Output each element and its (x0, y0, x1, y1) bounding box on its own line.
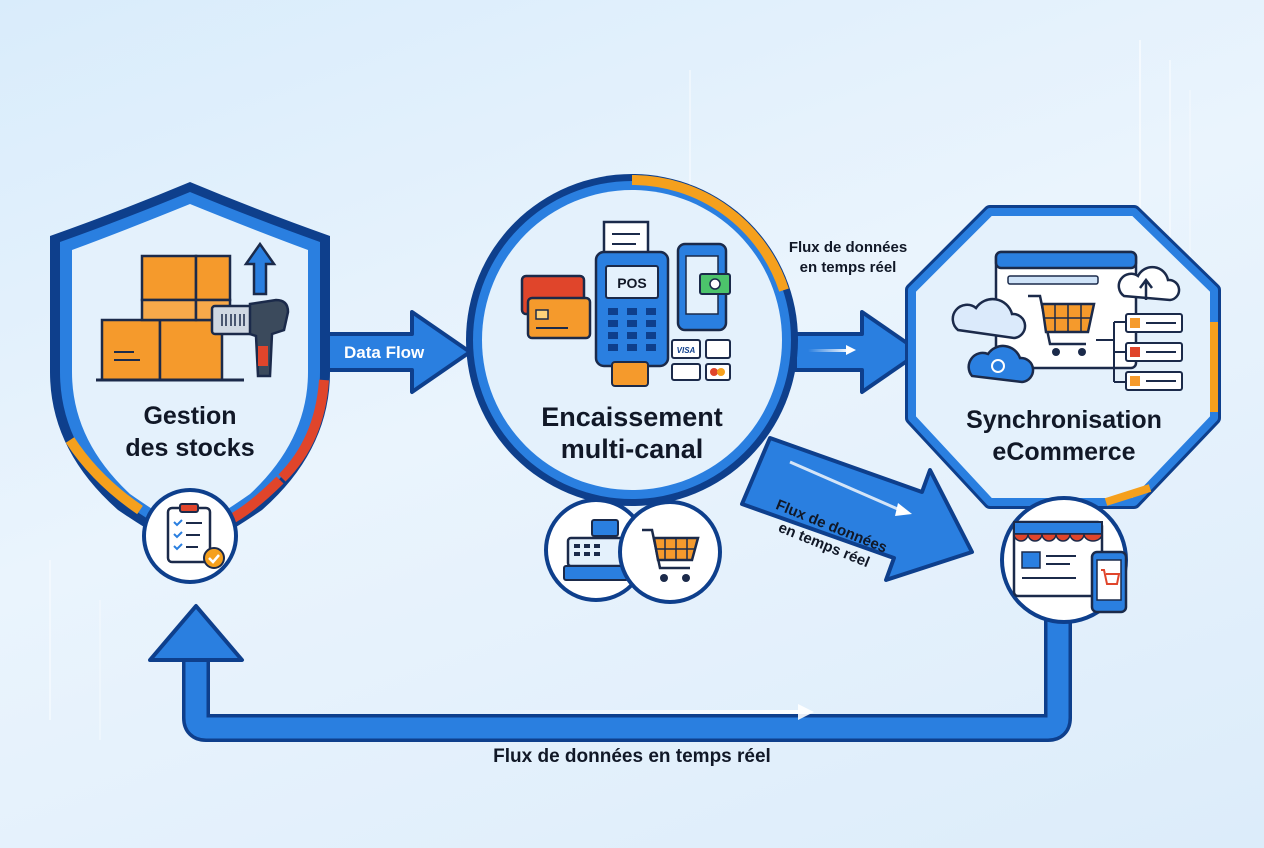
stock-to-pos-flow-label: Data Flow (344, 343, 425, 362)
up-arrow-icon (243, 241, 277, 296)
pos-to-ecom-arrow (793, 310, 922, 394)
stock-title-line1: Gestion (143, 402, 236, 430)
pos-title-line2: multi-canal (561, 434, 704, 464)
pos-title-line1: Encaissement (541, 402, 723, 432)
card-brand-label: VISA (677, 346, 696, 355)
pos-to-store-arrow (740, 436, 974, 582)
stock-management-node: Gestion des stocks (50, 182, 330, 584)
mobile-payment-icon (676, 242, 731, 332)
shopping-cart-icon (642, 528, 700, 582)
mobile-shop-icon (1090, 550, 1128, 614)
ecom-title-line2: eCommerce (992, 438, 1135, 466)
credit-card-icon (520, 274, 592, 340)
ecom-title-line1: Synchronisation (966, 406, 1162, 434)
stock-title-line2: des stocks (125, 434, 254, 462)
pos-to-ecom-flow-label-line2: en temps réel (800, 259, 897, 276)
storefront-icon (1012, 520, 1104, 598)
multichannel-checkout-node: POS VISA Encaissement multi-canal (466, 174, 798, 604)
ecommerce-sync-node: Synchronisation eCommerce (905, 205, 1221, 624)
return-flow-arrow (148, 604, 1072, 742)
cloud-icon (951, 297, 1027, 340)
card-brand-icon: VISA (671, 339, 731, 381)
pos-to-ecom-flow-label-line1: Flux de données (789, 239, 907, 256)
checklist-icon (166, 503, 225, 569)
cash-register-icon (563, 519, 629, 581)
pos-terminal-icon: POS (594, 220, 670, 387)
product-list-icon (1096, 313, 1183, 391)
cloud-upload-icon (1117, 265, 1181, 302)
barcode-scanner-icon (210, 298, 290, 378)
cloud-sync-icon (967, 344, 1035, 384)
stock-to-pos-arrow (326, 310, 472, 394)
pos-screen-label: POS (617, 275, 647, 291)
boxes-icon (96, 254, 244, 382)
return-flow-label: Flux de données en temps réel (493, 746, 771, 767)
